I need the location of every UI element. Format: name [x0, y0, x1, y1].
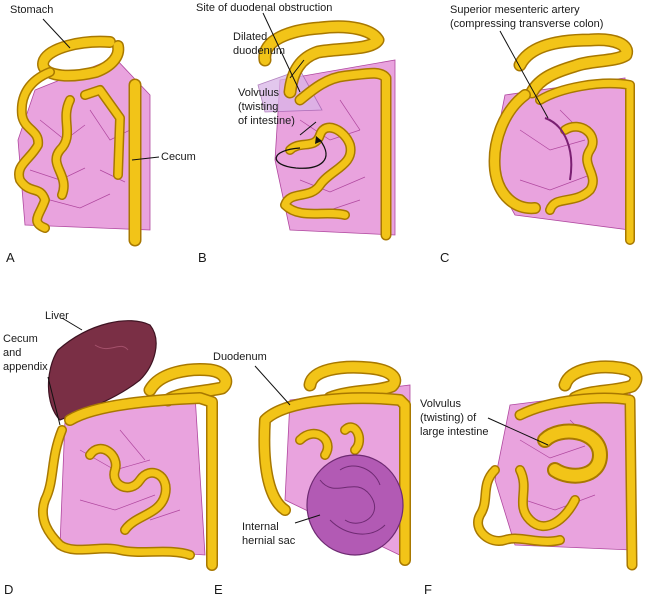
panel-letter-d: D [4, 582, 13, 597]
label-cecum-a: Cecum [161, 151, 196, 163]
panel-c: Superior mesenteric artery (compressing … [440, 4, 635, 265]
label-duodenum-b: duodenum [233, 45, 285, 57]
label-appendix: appendix [3, 361, 48, 373]
panel-b: Site of duodenal obstruction Dilated duo… [196, 2, 396, 265]
label-duodenum-e: Duodenum [213, 351, 267, 363]
panel-a: Stomach Cecum A [6, 4, 196, 265]
label-twisting-of-f: (twisting) of [420, 412, 477, 424]
panel-f: Volvulus (twisting) of large intestine F [420, 360, 643, 597]
liver-shape [47, 320, 157, 421]
hernial-sac-shape [306, 454, 404, 556]
panel-c-illustration [488, 33, 635, 245]
panel-e: Duodenum Internal hernial sac E [213, 351, 411, 597]
panel-letter-b: B [198, 250, 207, 265]
label-superior-mesenteric-artery: Superior mesenteric artery [450, 4, 580, 16]
label-site-duodenal-obstruction: Site of duodenal obstruction [196, 2, 332, 14]
panel-d: Liver Cecum and appendix D [3, 310, 233, 597]
label-of-intestine-b: of intestine) [238, 115, 295, 127]
panel-letter-a: A [6, 250, 15, 265]
label-large-intestine: large intestine [420, 426, 489, 438]
panel-letter-c: C [440, 250, 449, 265]
label-volvulus-b: Volvulus [238, 87, 279, 99]
label-and: and [3, 347, 21, 359]
panel-d-illustration [37, 320, 233, 571]
label-dilated: Dilated [233, 31, 267, 43]
panel-e-illustration [258, 360, 411, 566]
label-volvulus-f: Volvulus [420, 398, 461, 410]
label-internal: Internal [242, 521, 279, 533]
panel-b-illustration [257, 20, 396, 241]
label-stomach: Stomach [10, 4, 53, 16]
panel-letter-e: E [214, 582, 223, 597]
label-twisting-b: (twisting [238, 101, 278, 113]
label-cecum-d: Cecum [3, 333, 38, 345]
panel-a-illustration [14, 35, 151, 247]
label-liver: Liver [45, 310, 69, 322]
label-compressing-transverse-colon: (compressing transverse colon) [450, 18, 603, 30]
panel-letter-f: F [424, 582, 432, 597]
panel-f-illustration [473, 360, 643, 571]
label-hernial-sac: hernial sac [242, 535, 296, 547]
